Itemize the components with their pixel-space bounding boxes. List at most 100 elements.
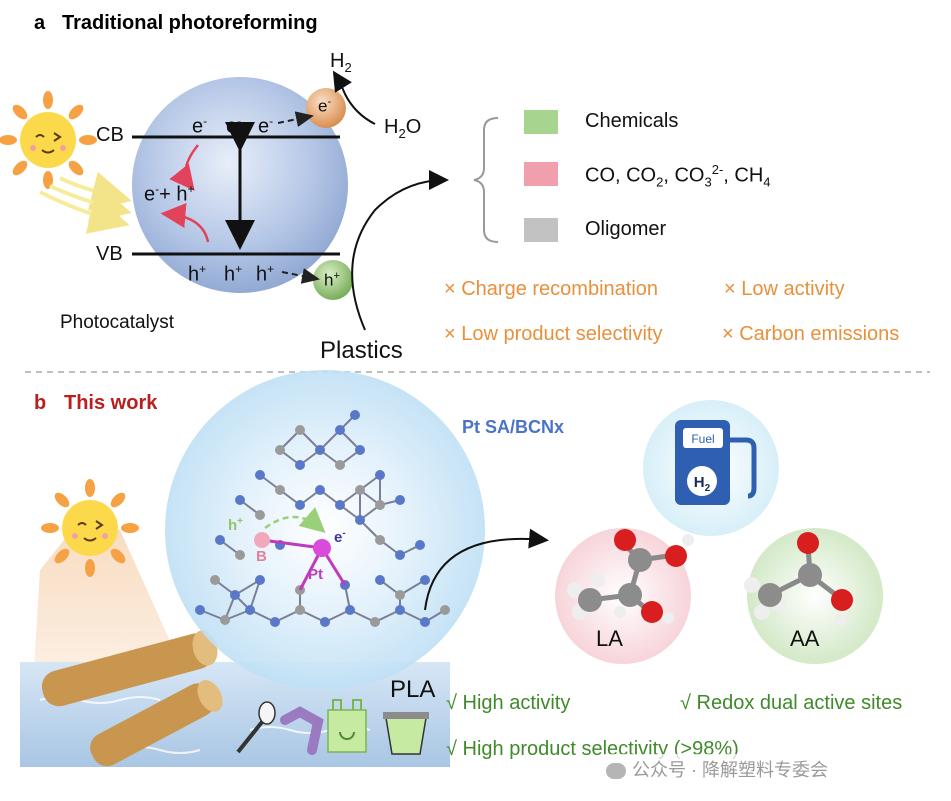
- hydrogen-atom: [591, 573, 605, 587]
- framework-atom: [440, 605, 450, 615]
- framework-atom: [355, 515, 365, 525]
- framework-atom: [375, 500, 385, 510]
- photocatalyst-label: Photocatalyst: [60, 312, 175, 333]
- framework-atom: [395, 550, 405, 560]
- legend-label-chemicals: Chemicals: [585, 110, 679, 132]
- framework-atom: [375, 575, 385, 585]
- hydrogen-atom: [754, 604, 770, 620]
- oxygen-atom: [797, 532, 819, 554]
- charge-transfer-arrow: [264, 507, 326, 533]
- hydrogen-atom: [662, 612, 674, 624]
- nanorod: [90, 680, 223, 767]
- hole-transfer-arrow: [281, 268, 320, 284]
- framework-atom: [270, 617, 280, 627]
- drawback-carbon-emissions: × Carbon emissions: [722, 323, 900, 345]
- framework-atom: [255, 575, 265, 585]
- sun-icon: [0, 91, 97, 189]
- framework-atom: [335, 425, 345, 435]
- hydrogen-atom: [614, 606, 626, 618]
- drawback-charge-recombination: × Charge recombination: [444, 278, 659, 300]
- framework-atom: [210, 575, 220, 585]
- framework-atom: [195, 605, 205, 615]
- oxygen-atom: [641, 601, 663, 623]
- recombination-arrow-up: [160, 203, 210, 243]
- plastic-bag-icon: [327, 699, 367, 753]
- la-label: LA: [596, 626, 623, 651]
- framework-atom: [375, 535, 385, 545]
- advantage-dual-sites: √ Redox dual active sites: [680, 692, 903, 714]
- carbon-atom: [758, 583, 782, 607]
- carbon-atom: [628, 548, 652, 572]
- panel-b-letter: b: [34, 392, 47, 414]
- framework-atom: [335, 500, 345, 510]
- hydrogen-atom: [567, 582, 583, 598]
- fuel-h2-label: H2: [694, 474, 711, 494]
- platinum-atom: [313, 539, 331, 557]
- legend-label-oligomer: Oligomer: [585, 218, 667, 240]
- light-rays: [39, 171, 132, 234]
- framework-atom: [295, 605, 305, 615]
- oxygen-atom: [614, 529, 636, 551]
- electron-label: e-: [226, 114, 242, 138]
- hydrogen-atom: [834, 614, 846, 626]
- hole-site-label: h+: [228, 516, 244, 534]
- aa-label: AA: [790, 626, 820, 651]
- framework-atom: [345, 605, 355, 615]
- framework-atom: [395, 605, 405, 615]
- framework-atom: [295, 425, 305, 435]
- wechat-icon: [606, 763, 626, 780]
- oxidation-site-ball: [313, 260, 353, 300]
- water-splitting-arrow: [332, 70, 376, 125]
- framework-atom: [355, 485, 365, 495]
- framework-atom: [335, 460, 345, 470]
- panel-a-letter: a: [34, 12, 46, 34]
- framework-atom: [370, 617, 380, 627]
- hole-label: h+: [188, 262, 207, 286]
- straw-icon: [280, 706, 324, 755]
- framework-atom: [275, 485, 285, 495]
- framework-atom: [230, 590, 240, 600]
- framework-atom: [415, 540, 425, 550]
- electron-transfer-arrow: [277, 111, 314, 128]
- bcn-framework: [195, 410, 450, 627]
- hole-label: h+: [256, 262, 275, 286]
- framework-atom: [420, 617, 430, 627]
- fuel-label: Fuel: [691, 432, 714, 446]
- cb-label: CB: [96, 124, 124, 146]
- framework-atom: [295, 460, 305, 470]
- boron-atom: [254, 532, 270, 548]
- framework-atom: [235, 495, 245, 505]
- sun-icon: [41, 479, 139, 577]
- legend-swatch-chemicals: [524, 110, 558, 134]
- framework-atom: [255, 470, 265, 480]
- product-brace: [473, 117, 499, 243]
- electron-label: e-: [258, 114, 274, 138]
- framework-atom: [215, 535, 225, 545]
- framework-atom: [220, 615, 230, 625]
- spoon-icon: [236, 701, 276, 754]
- legend-swatch-oligomer: [524, 218, 558, 242]
- aa-product-bubble: [747, 528, 883, 664]
- oxygen-atom: [831, 589, 853, 611]
- catalyst-name: Pt SA/BCNx: [462, 417, 565, 437]
- framework-atom: [255, 510, 265, 520]
- framework-atom: [395, 495, 405, 505]
- h2-label: H2: [330, 50, 352, 75]
- cup-icon: [383, 712, 429, 755]
- carbon-atom: [618, 583, 642, 607]
- electron-hole-pair-label: e-+ h+: [144, 182, 195, 206]
- framework-atom: [320, 617, 330, 627]
- framework-atom: [350, 410, 360, 420]
- reduction-site-ball: [306, 88, 346, 128]
- fuel-pump-icon: [675, 420, 757, 505]
- pla-label: PLA: [390, 676, 436, 703]
- boron-atom-label: B: [256, 548, 267, 565]
- framework-atom: [295, 500, 305, 510]
- plastics-label: Plastics: [320, 337, 403, 364]
- advantage-high-activity: √ High activity: [446, 692, 571, 714]
- framework-atom: [275, 445, 285, 455]
- framework-atom: [420, 575, 430, 585]
- framework-atom: [395, 590, 405, 600]
- pla-conversion-arrow: [424, 528, 549, 611]
